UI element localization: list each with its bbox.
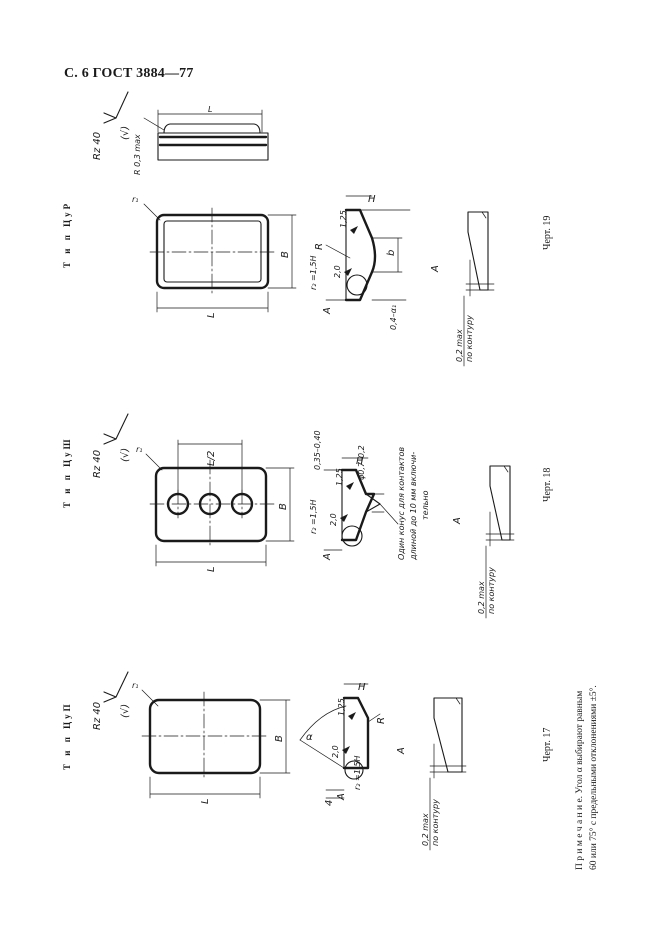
svg-text:Rz 40: Rz 40 xyxy=(92,132,103,160)
caption-fig19: Черт. 19 xyxy=(542,216,553,250)
svg-text:r₁: r₁ xyxy=(132,681,139,690)
svg-text:L: L xyxy=(200,798,211,804)
page-header: С. 6 ГОСТ 3884—77 xyxy=(64,66,194,81)
svg-text:длиной до 10 мм включи-: длиной до 10 мм включи- xyxy=(409,452,418,561)
detail-a-push: A 0,2 max по контуру xyxy=(452,465,515,619)
svg-text:(√): (√) xyxy=(120,448,131,462)
svg-text:2,0: 2,0 xyxy=(333,265,342,278)
type-push-section: Т и п ЦуШ Rz 40 (√) r₁ L/2 B L xyxy=(62,413,553,619)
note-block: П р и м е ч а н и е. Угол α выбирают рав… xyxy=(574,685,599,870)
svg-text:(√): (√) xyxy=(120,704,131,718)
contact-profile-pur: b H 1,25 R 2,0 r₂ =1,5H A 0,4–α₁ xyxy=(309,194,411,330)
svg-text:α: α xyxy=(306,732,313,743)
roughness-symbol-push: Rz 40 (√) r₁ xyxy=(92,413,163,478)
caption-fig18: Черт. 18 xyxy=(542,468,553,502)
detail-a-pur: A 0,2 max по контуру xyxy=(430,211,495,367)
side-view-pur: L xyxy=(157,105,269,161)
contact-profile-push: H 1,25 2,0 r₂ =1,5H A 0,35–0,40 φ0,7–0,2… xyxy=(309,430,430,561)
svg-text:по контуру: по контуру xyxy=(487,567,496,614)
svg-text:A: A xyxy=(396,747,407,755)
detail-a-pup: A 0,2 max по контуру xyxy=(396,697,467,851)
svg-text:B: B xyxy=(274,735,285,742)
svg-text:0,2 max: 0,2 max xyxy=(455,329,464,362)
caption-fig17: Черт. 17 xyxy=(542,728,553,762)
svg-text:0,2 max: 0,2 max xyxy=(421,813,430,846)
svg-text:H: H xyxy=(368,194,376,205)
svg-text:4: 4 xyxy=(324,800,335,806)
svg-text:(√): (√) xyxy=(120,126,131,140)
svg-text:L/2: L/2 xyxy=(206,451,217,466)
svg-text:r₂ =1,5H: r₂ =1,5H xyxy=(309,256,318,290)
type-pup-section: Т и п ЦуП Rz 40 (√) r₁ B L H xyxy=(62,671,553,851)
svg-text:B: B xyxy=(278,503,289,510)
svg-text:1,25: 1,25 xyxy=(339,210,348,228)
svg-text:Rz 40: Rz 40 xyxy=(92,450,103,478)
svg-text:L: L xyxy=(206,312,217,318)
type-pup-label: Т и п ЦуП xyxy=(62,701,72,770)
roughness-symbol-pur: Rz 40 (√) R 0,3 max xyxy=(92,91,165,175)
svg-text:по контуру: по контуру xyxy=(465,315,474,362)
svg-text:H: H xyxy=(356,456,364,467)
svg-text:r₂ =1,5H: r₂ =1,5H xyxy=(353,756,362,790)
svg-text:A: A xyxy=(322,307,333,315)
plan-view-push: L/2 B L xyxy=(149,439,295,572)
plan-view-pup: B L xyxy=(141,691,291,804)
svg-text:2,0: 2,0 xyxy=(331,745,340,758)
svg-text:A: A xyxy=(336,793,347,801)
svg-text:B: B xyxy=(280,251,291,258)
svg-text:Один конус для контактов: Один конус для контактов xyxy=(397,447,406,560)
svg-text:1,25: 1,25 xyxy=(335,468,344,486)
svg-text:0,2 max: 0,2 max xyxy=(477,581,486,614)
contact-profile-pup: H 1,25 R 2,0 r₂ =1,5H A α 4 xyxy=(299,682,387,806)
svg-text:по контуру: по контуру xyxy=(431,799,440,846)
plan-view-pur: B L r₁ xyxy=(132,195,297,318)
svg-text:H: H xyxy=(358,682,366,693)
svg-text:A: A xyxy=(430,265,441,273)
type-push-label: Т и п ЦуШ xyxy=(62,436,72,508)
svg-text:R: R xyxy=(376,717,387,724)
svg-text:A: A xyxy=(322,553,333,561)
svg-text:A: A xyxy=(452,517,463,525)
svg-text:Rz 40: Rz 40 xyxy=(92,702,103,730)
svg-text:r₁: r₁ xyxy=(132,195,139,204)
svg-text:0,4–α₁: 0,4–α₁ xyxy=(389,305,398,330)
svg-text:r₂ =1,5H: r₂ =1,5H xyxy=(309,500,318,534)
type-pur-section: Т и п ЦуР Rz 40 (√) R 0,3 max L xyxy=(62,91,553,367)
svg-text:L: L xyxy=(206,566,217,572)
svg-text:R: R xyxy=(314,243,325,250)
type-pur-label: Т и п ЦуР xyxy=(62,201,72,268)
svg-text:0,35–0,40: 0,35–0,40 xyxy=(313,430,322,470)
svg-text:r₁: r₁ xyxy=(136,445,143,454)
note-line-1: П р и м е ч а н и е. Угол α выбирают рав… xyxy=(574,691,585,870)
svg-text:L: L xyxy=(208,105,212,114)
roughness-symbol-pup: Rz 40 (√) r₁ xyxy=(92,671,159,730)
note-line-2: 60 или 75° с предельными отклонениями ±5… xyxy=(588,685,599,870)
svg-text:φ0,7–0,2: φ0,7–0,2 xyxy=(357,445,366,480)
svg-text:2,0: 2,0 xyxy=(329,513,338,526)
svg-text:b: b xyxy=(386,250,397,256)
svg-text:R 0,3 max: R 0,3 max xyxy=(133,134,142,175)
svg-text:тельно: тельно xyxy=(421,490,430,520)
